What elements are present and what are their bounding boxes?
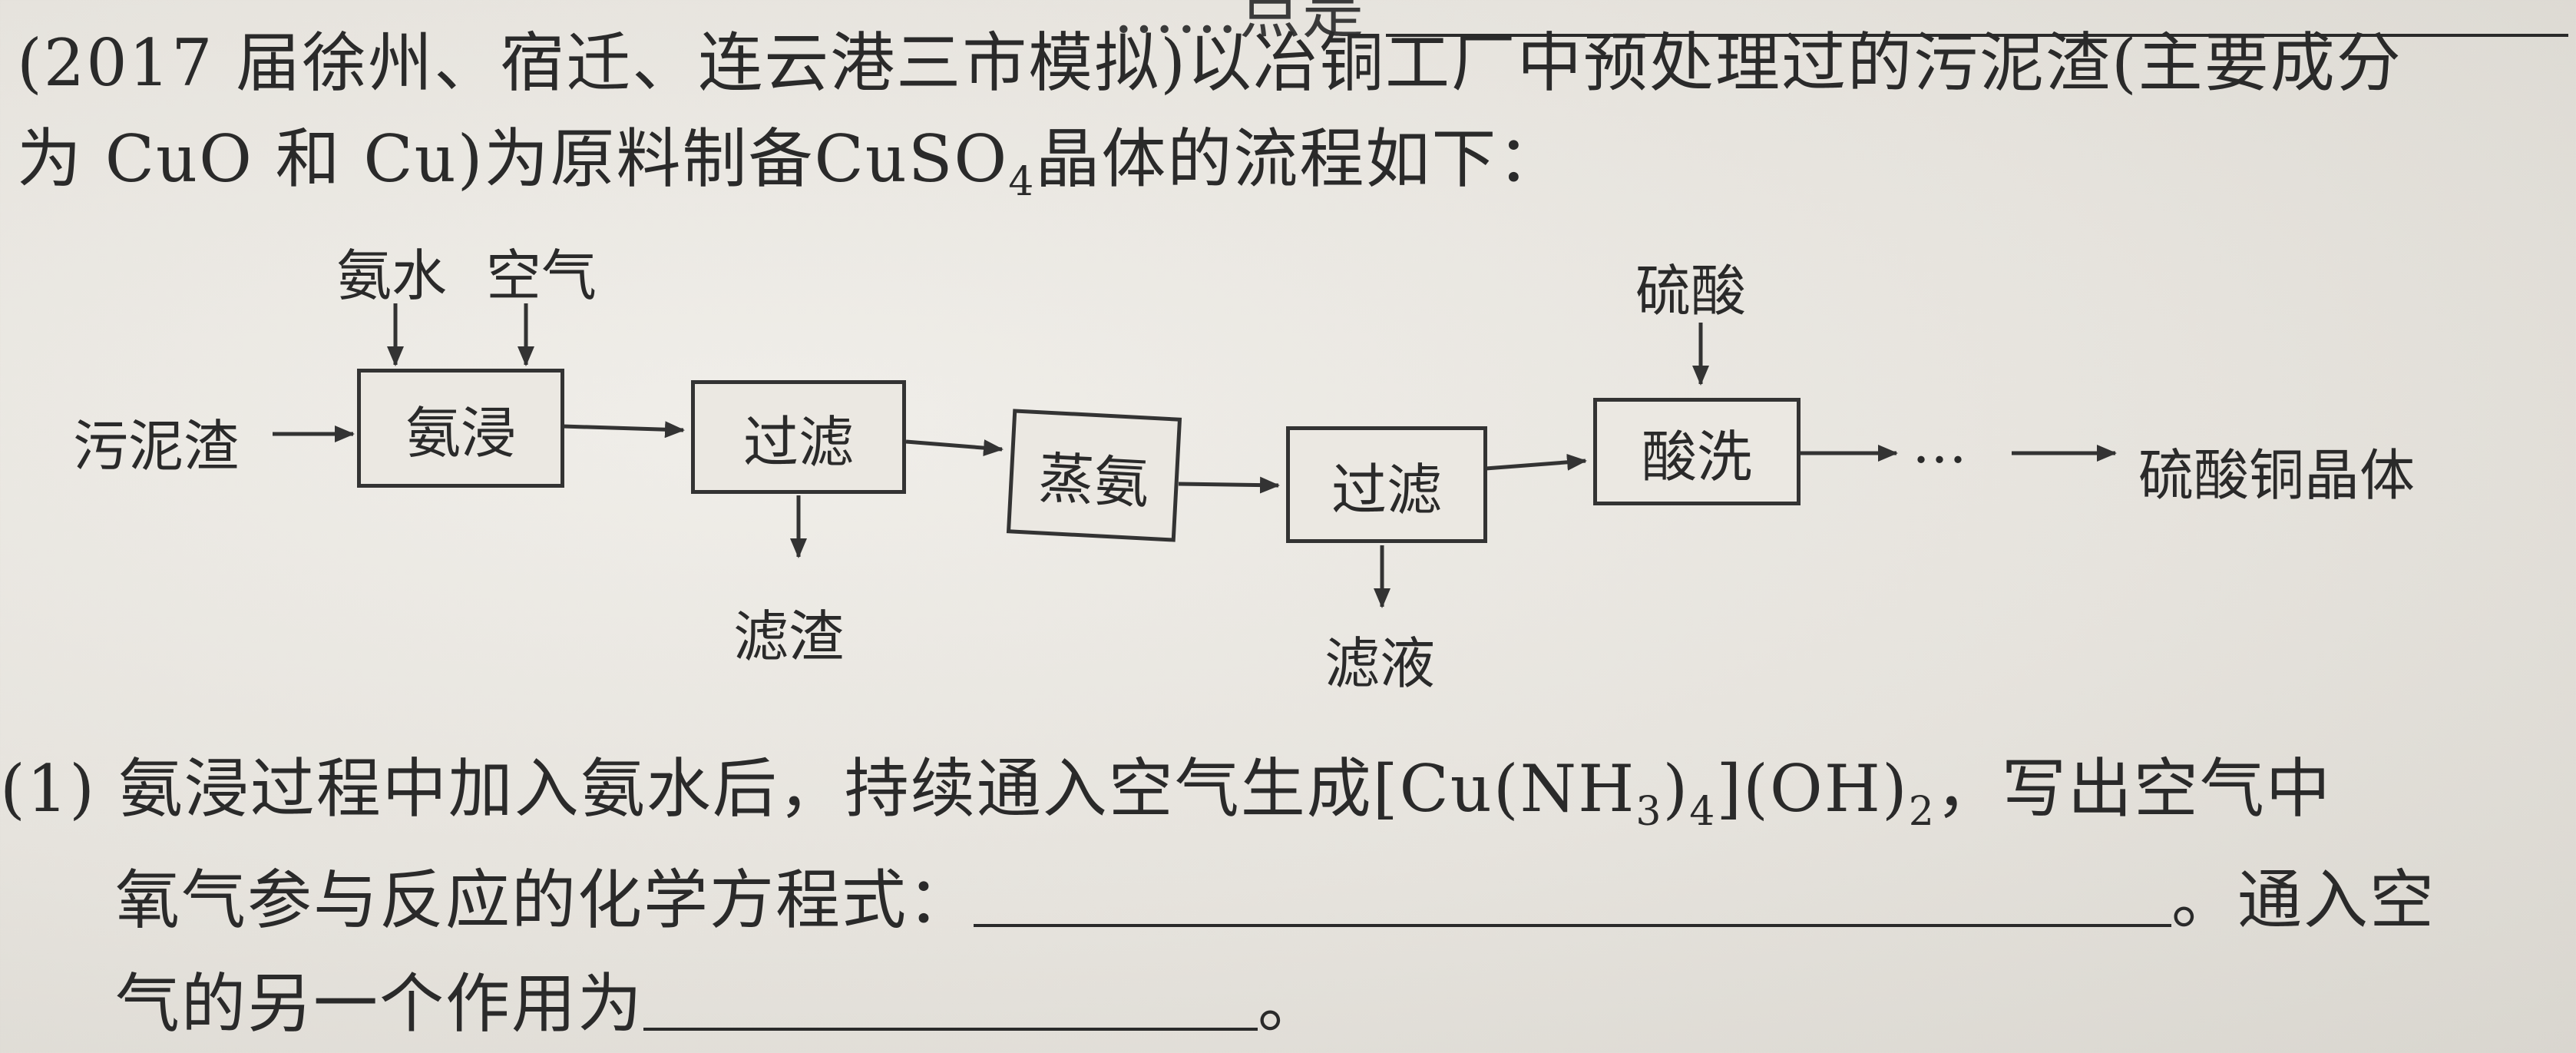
intro-line-2-b: 晶体的流程如下：: [1035, 121, 1564, 197]
reagent-air-label: 空气: [486, 243, 597, 308]
ellipsis-label: …: [1912, 411, 1972, 475]
step2-label: 过滤: [742, 409, 854, 475]
answer-blank-top[interactable]: [1386, 0, 2569, 37]
part1-line-1-c: ](OH): [1716, 751, 1909, 826]
top-fragment-text: ……点是: [1113, 0, 1365, 47]
part1-line-3-b: 。: [1258, 966, 1324, 1041]
input-label: 污泥渣: [73, 414, 240, 478]
part1-line-2-b: 。通入空: [2171, 863, 2436, 938]
part1-line-3-a: 气的另一个作用为: [115, 966, 644, 1041]
part1-sub-3: 3: [1635, 789, 1663, 835]
step5-label: 酸洗: [1641, 424, 1752, 489]
arrow-step2-to-step3: [905, 439, 1004, 457]
part1-line-1-d: ，写出空气中: [1935, 751, 2332, 826]
top-fragment: ……点是 。: [1113, 0, 2576, 51]
part1-sub-2: 2: [1908, 789, 1936, 835]
byproduct-filtrate-label: 滤液: [1324, 631, 1436, 696]
answer-blank-equation[interactable]: [974, 870, 2172, 927]
arrow-step4-to-step5: [1485, 453, 1587, 471]
intro-line-2: 为 CuO 和 Cu)为原料制备CuSO4晶体的流程如下：: [17, 108, 1563, 205]
step4-box: 过滤: [1286, 426, 1487, 543]
part1-line-1: (1) 氨浸过程中加入氨水后，持续通入空气生成[Cu(NH3)4](OH)2，写…: [0, 737, 2332, 835]
answer-blank-other-role[interactable]: [643, 974, 1258, 1031]
step1-box: 氨浸: [357, 369, 564, 488]
intro-line-1: (2017 届徐州、宿迁、连云港三市模拟)以冶铜工厂中预处理过的污泥渣(主要成分: [17, 12, 2402, 104]
intro-line-1-text: (2017 届徐州、宿迁、连云港三市模拟)以冶铜工厂中预处理过的污泥渣(主要成分: [17, 25, 2402, 101]
step5-box: 酸洗: [1593, 398, 1801, 505]
step1-label: 氨浸: [405, 401, 516, 465]
step4-label: 过滤: [1331, 457, 1442, 522]
byproduct-residue-label: 滤渣: [733, 604, 845, 669]
step2-box: 过滤: [691, 380, 906, 494]
arrow-step1-to-step2: [562, 421, 685, 439]
step3-label: 蒸氨: [1037, 445, 1151, 516]
step3-box: 蒸氨: [1006, 409, 1182, 542]
part1-line-3: 气的另一个作用为 。: [115, 952, 1324, 1045]
part1-line-1-a: (1) 氨浸过程中加入氨水后，持续通入空气生成[Cu(NH: [0, 751, 1636, 826]
intro-line-2-sub: 4: [1008, 159, 1036, 205]
part1-sub-4: 4: [1689, 789, 1717, 835]
part1-line-2: 氧气参与反应的化学方程式： 。通入空: [115, 849, 2435, 942]
part1-line-1-b: ): [1662, 751, 1690, 826]
intro-line-2-a: 为 CuO 和 Cu)为原料制备CuSO: [17, 121, 1009, 197]
arrow-step3-to-step4: [1178, 476, 1280, 494]
reagent-ammonia-label: 氨水: [336, 243, 448, 308]
reagent-acid-label: 硫酸: [1635, 259, 1747, 323]
part1-line-2-a: 氧气参与反应的化学方程式：: [115, 863, 974, 938]
product-label: 硫酸铜晶体: [2138, 443, 2416, 508]
